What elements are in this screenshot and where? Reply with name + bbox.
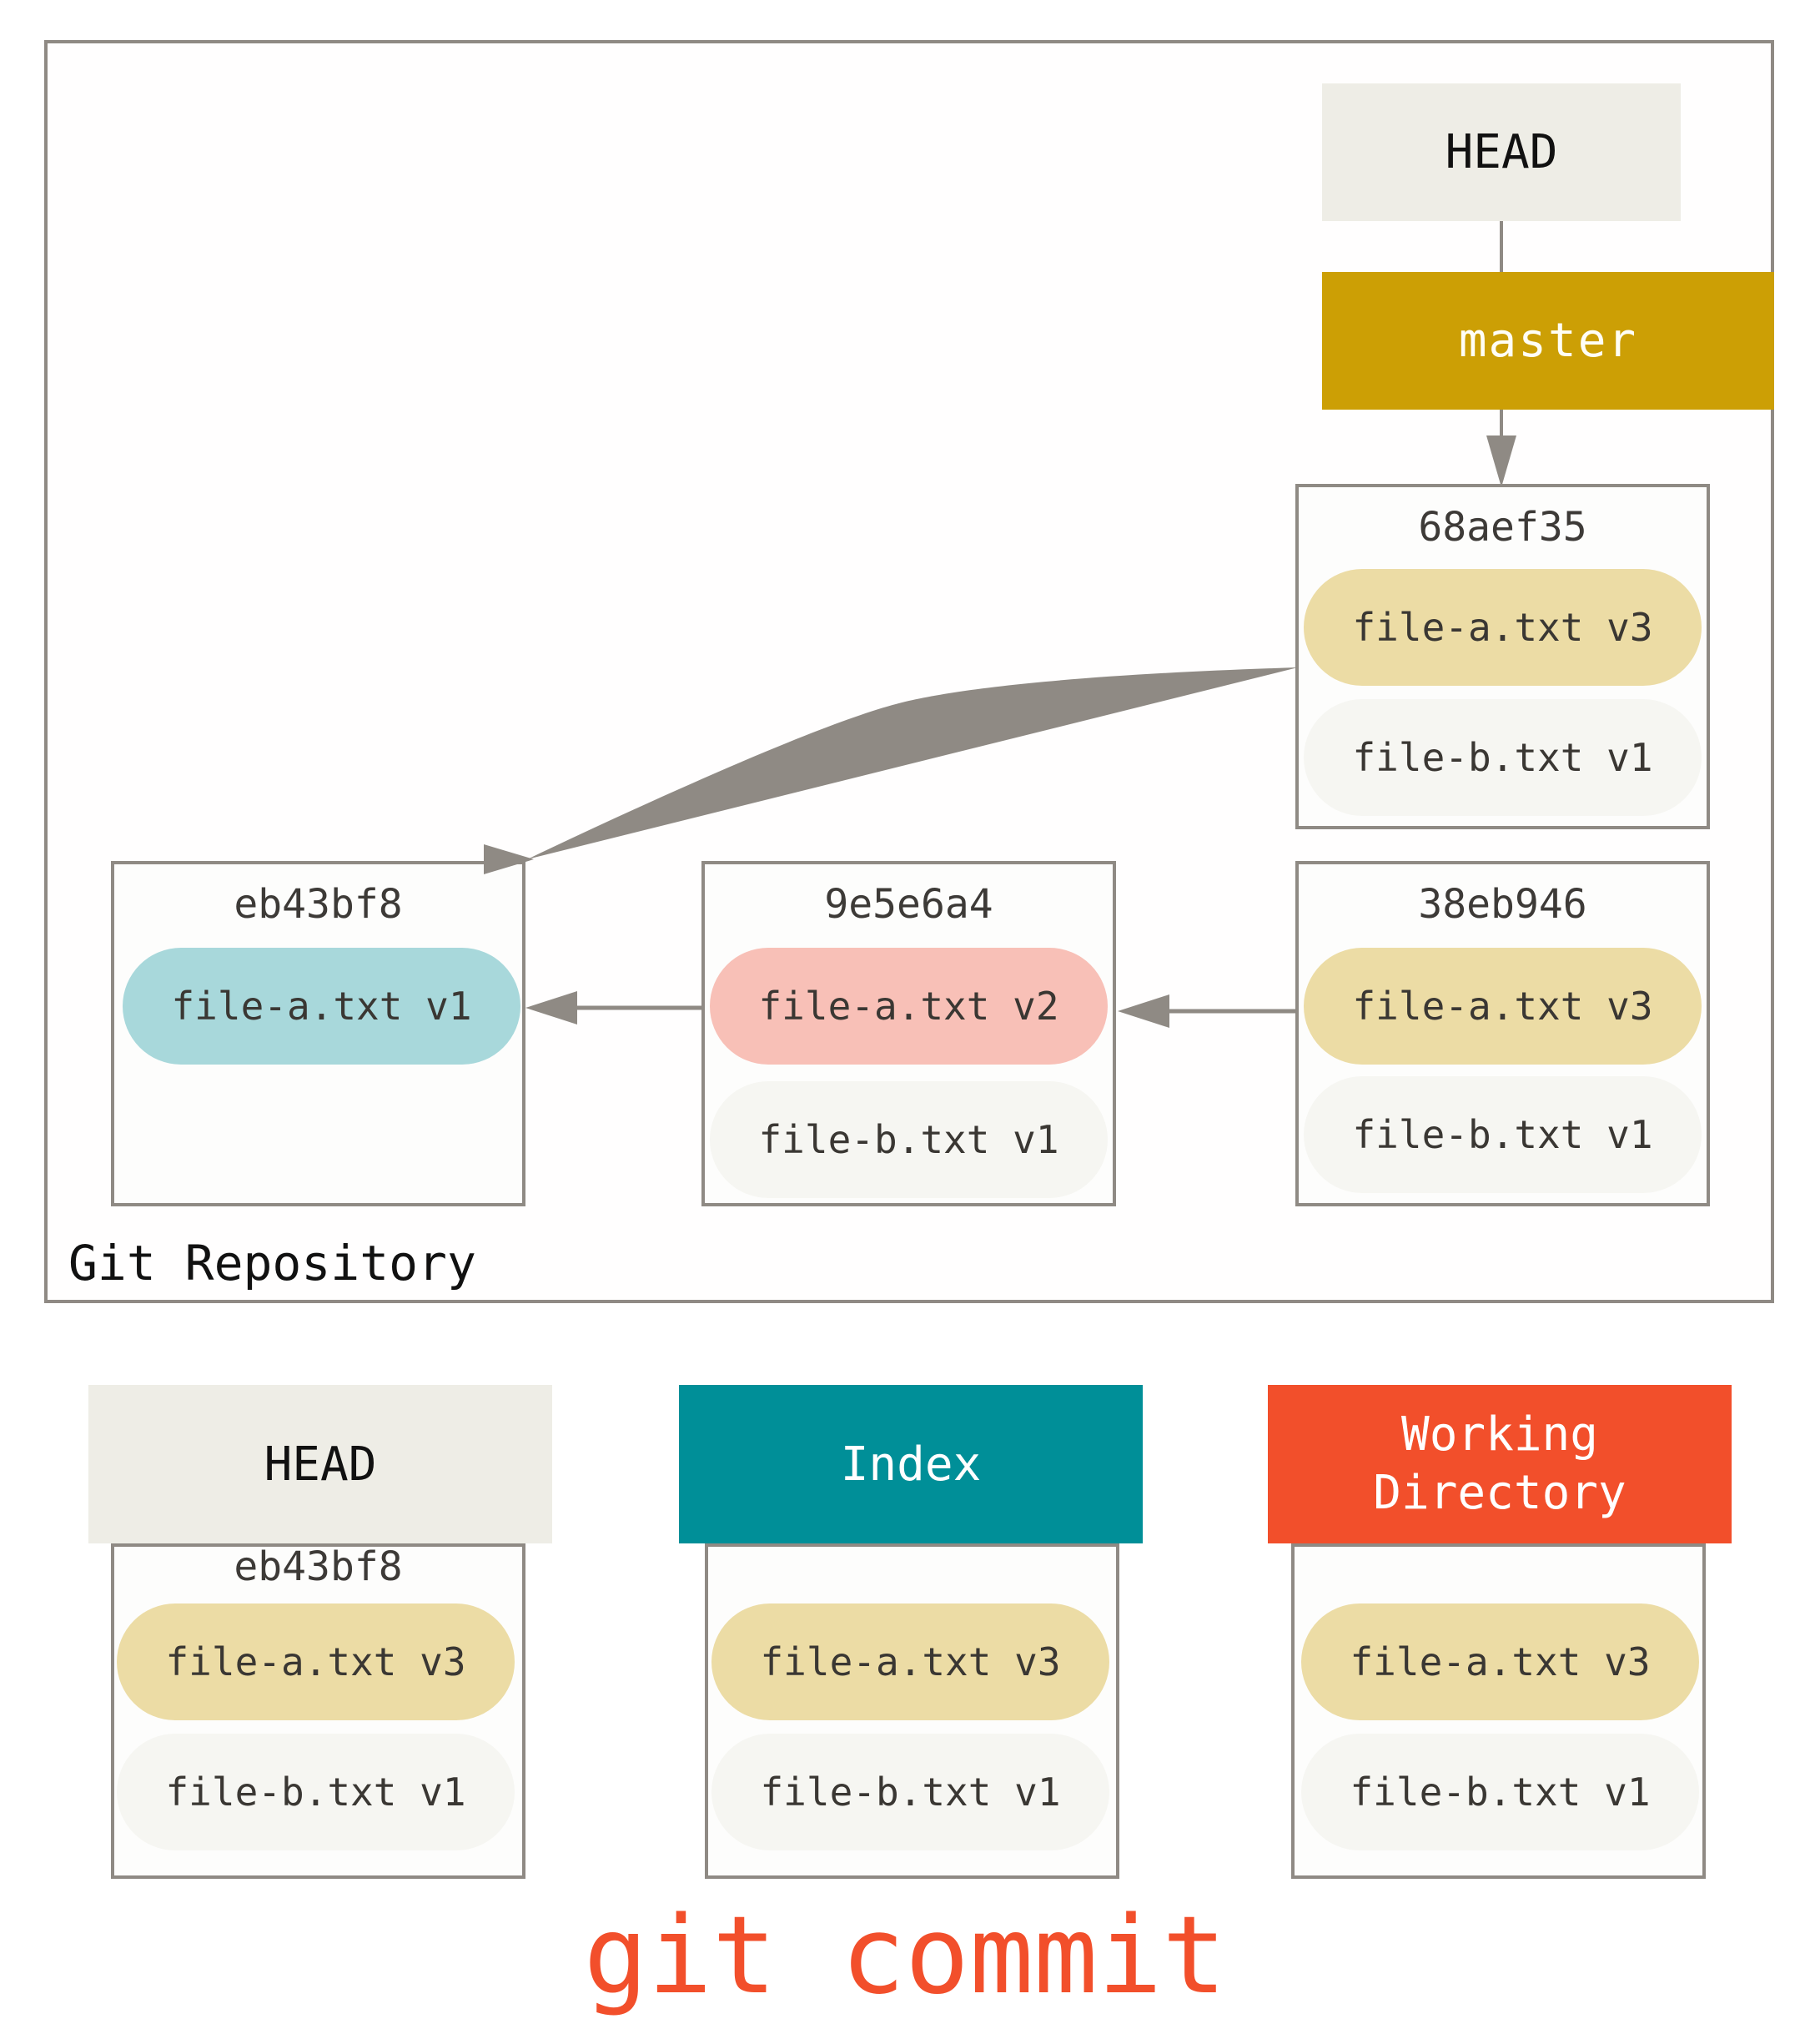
index-area-header: Index — [679, 1385, 1143, 1543]
38eb946-to-9e5e6a4-arrowhead — [1118, 994, 1169, 1028]
index-area-title: Index — [840, 1437, 982, 1492]
file-a-v3-pill: file-a.txt v3 — [1304, 569, 1702, 686]
68aef35-to-eb43bf8-arrowhead — [484, 844, 534, 874]
working-directory-title-line2: Directory — [1373, 1466, 1626, 1520]
git-commit-caption: git commit — [583, 1894, 1227, 2018]
working-directory-file-a-pill: file-a.txt v3 — [1301, 1603, 1699, 1720]
head-area-hash: eb43bf8 — [234, 1543, 403, 1590]
file-a-v1-pill: file-a.txt v1 — [123, 948, 520, 1065]
working-directory-file-b-pill: file-b.txt v1 — [1301, 1734, 1699, 1850]
commit-9e5e6a4: 9e5e6a4 file-a.txt v2 file-b.txt v1 — [701, 861, 1116, 1206]
master-branch-label: master — [1458, 314, 1638, 368]
file-a-v3-pill: file-a.txt v3 — [1304, 948, 1702, 1065]
working-directory-title-line1: Working — [1400, 1407, 1598, 1462]
git-repository-label: Git Repository — [68, 1235, 476, 1291]
commit-hash: 9e5e6a4 — [824, 881, 993, 928]
working-directory-area-header: Working Directory — [1268, 1385, 1732, 1543]
commit-hash: 38eb946 — [1418, 881, 1587, 928]
head-area-file-b-pill: file-b.txt v1 — [117, 1734, 515, 1850]
index-area-file-b-pill: file-b.txt v1 — [711, 1734, 1109, 1850]
file-a-v2-pill: file-a.txt v2 — [710, 948, 1108, 1065]
index-area-file-a-pill: file-a.txt v3 — [711, 1603, 1109, 1720]
master-branch: master — [1322, 272, 1774, 410]
head-area-header: HEAD — [88, 1385, 552, 1543]
file-b-v1-pill: file-b.txt v1 — [1304, 1076, 1702, 1193]
head-area-title: HEAD — [264, 1437, 377, 1492]
file-b-v1-pill: file-b.txt v1 — [710, 1081, 1108, 1198]
68aef35-to-eb43bf8-curve — [527, 667, 1298, 859]
commit-38eb946: 38eb946 file-a.txt v3 file-b.txt v1 — [1295, 861, 1710, 1206]
commit-eb43bf8: eb43bf8 file-a.txt v1 — [111, 861, 525, 1206]
commit-68aef35: 68aef35 file-a.txt v3 file-b.txt v1 — [1295, 484, 1710, 829]
head-ref-label: HEAD — [1445, 125, 1558, 179]
master-to-commit-arrowhead — [1486, 435, 1516, 487]
file-b-v1-pill: file-b.txt v1 — [1304, 699, 1702, 816]
9e5e6a4-to-eb43bf8-arrowhead — [525, 991, 577, 1025]
commit-hash: eb43bf8 — [234, 881, 403, 928]
head-area-file-a-pill: file-a.txt v3 — [117, 1603, 515, 1720]
head-ref: HEAD — [1322, 83, 1681, 221]
commit-hash: 68aef35 — [1418, 504, 1587, 551]
